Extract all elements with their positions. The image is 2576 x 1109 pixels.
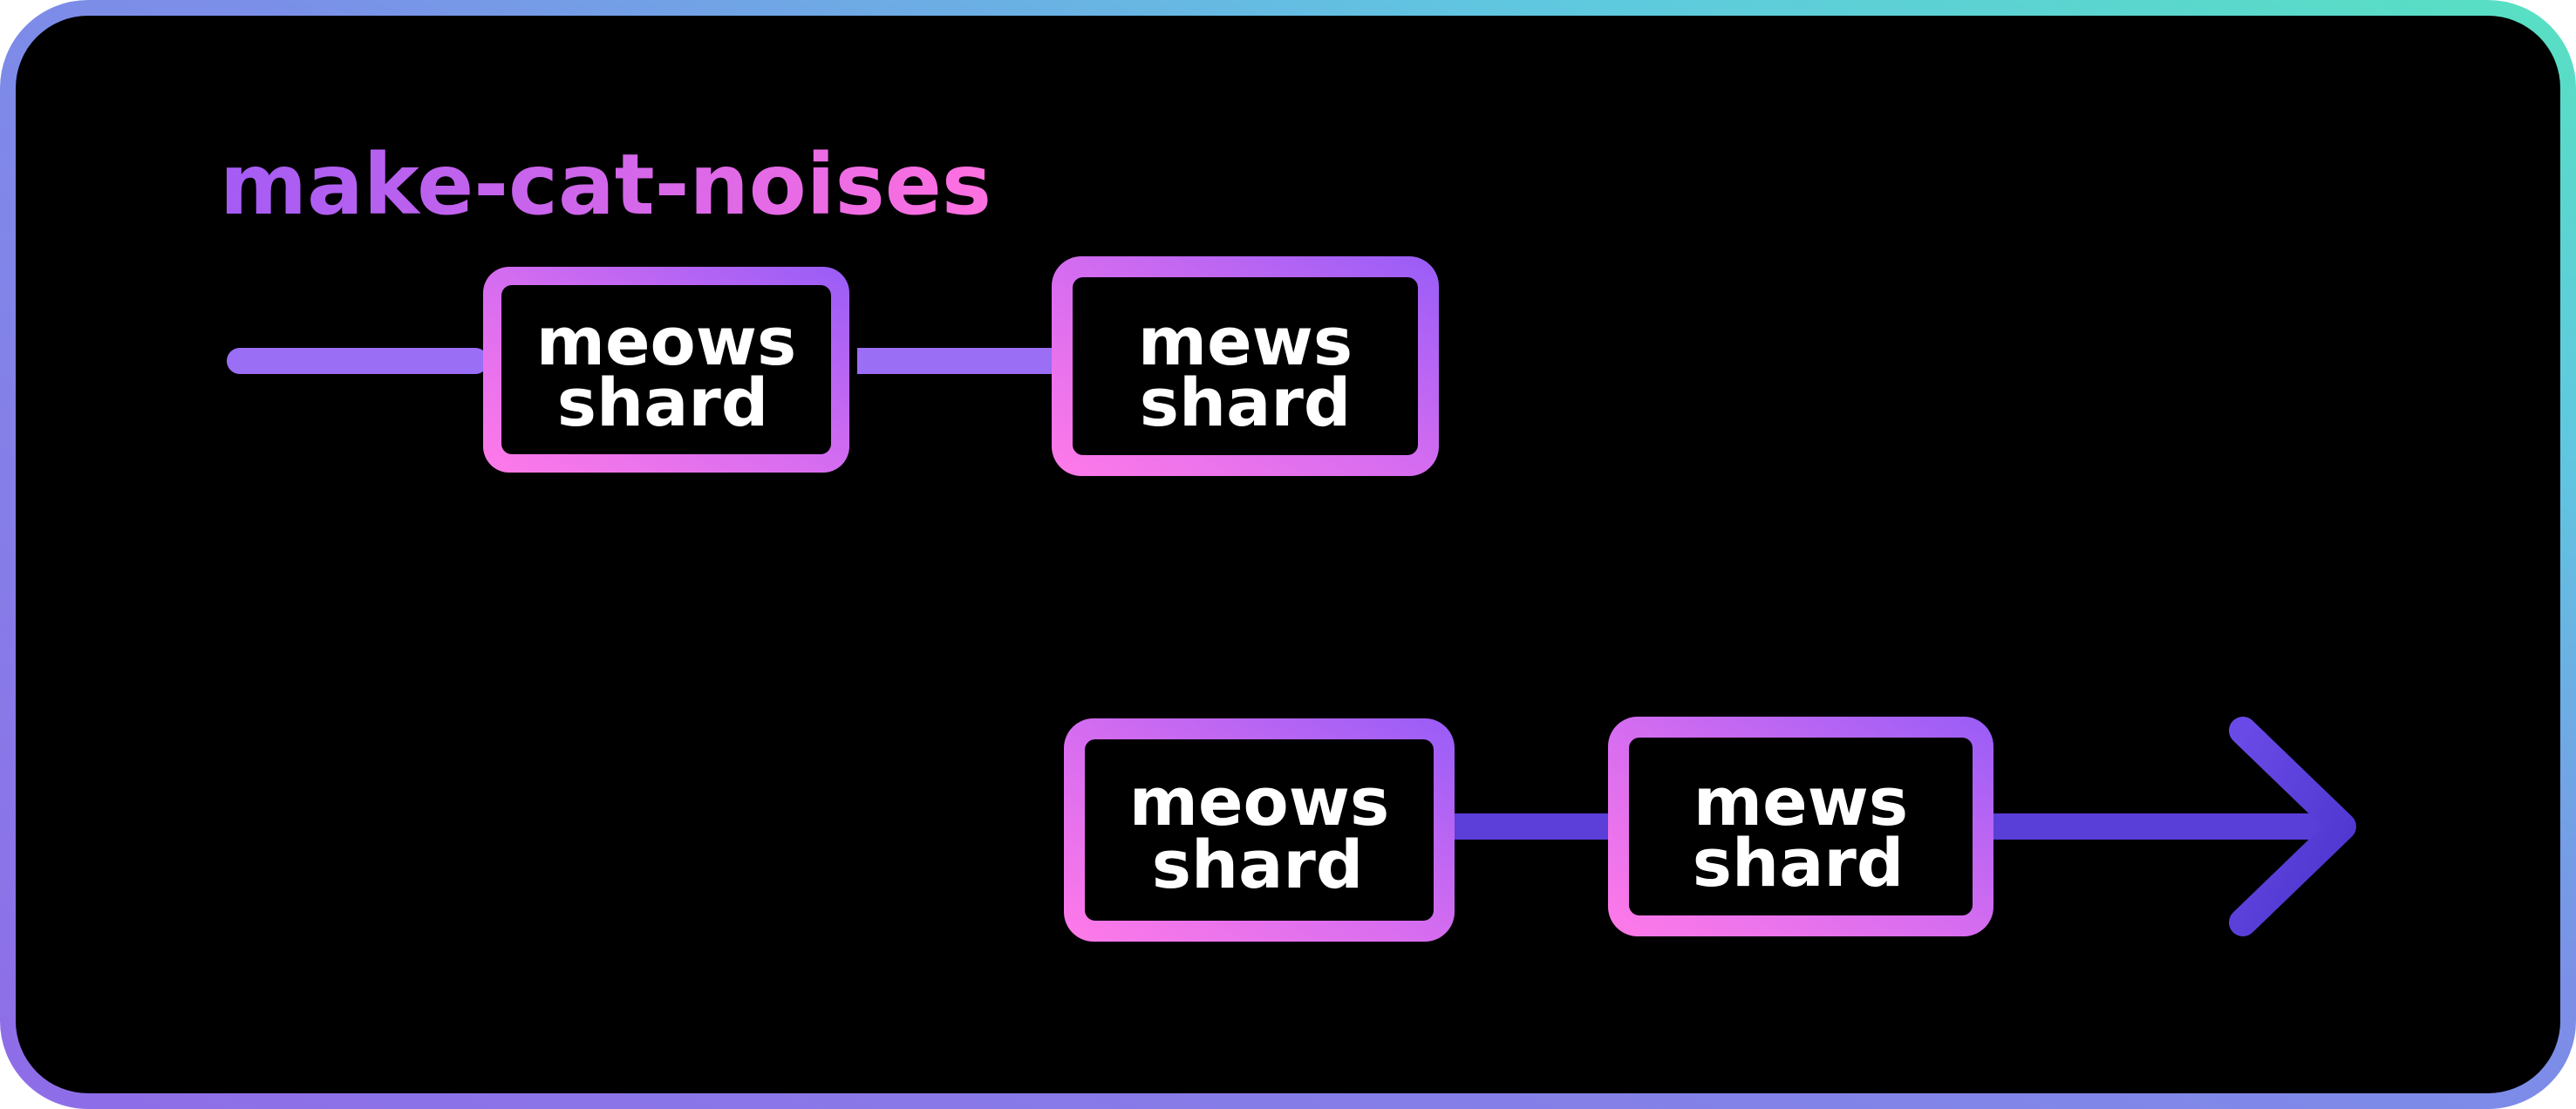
diagram-title: make-cat-noises [220,136,992,234]
node-inner [501,285,831,454]
node-label-line1: mews [1138,303,1353,380]
node-mews-shard-2[interactable]: mews shard [1608,717,1993,936]
node-inner [1073,277,1418,455]
node-inner [1629,738,1973,915]
node-label-line2: shard [557,364,769,441]
node-meows-shard-2[interactable]: meows shard [1064,718,1455,942]
node-label-line1: mews [1693,763,1908,840]
connectors [227,348,2356,936]
node-mews-shard-1[interactable]: mews shard [1052,256,1439,476]
node-label-line2: shard [1152,826,1364,903]
node-label-line1: meows [1129,763,1389,840]
arrow-head-icon [2229,717,2356,936]
node-meows-shard-1[interactable]: meows shard [483,267,849,473]
node-inner [1085,739,1434,921]
node-label-line1: meows [536,303,796,380]
node-label-line2: shard [1693,824,1905,901]
node-label-line2: shard [1140,364,1352,441]
